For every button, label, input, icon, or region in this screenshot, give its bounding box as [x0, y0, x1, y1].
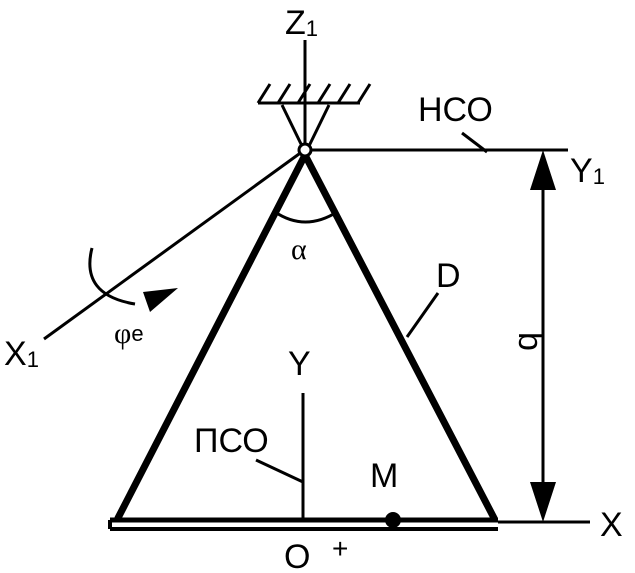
phi-rotation-arrow: [88, 247, 178, 312]
phi-label: φe: [114, 317, 144, 350]
x1-label: X1: [4, 335, 39, 373]
d-leader: [405, 292, 440, 338]
nso-leader: [461, 131, 488, 154]
pivot-joint: [297, 142, 313, 158]
point-m-dot: [385, 512, 401, 528]
plus-sign: +: [332, 533, 348, 564]
nso-label: НСО: [418, 91, 493, 129]
alpha-label: α: [291, 233, 307, 266]
x1-axis-line: [43, 152, 300, 341]
triangle-body: [114, 151, 498, 522]
alpha-arc: [274, 210, 338, 224]
y-label: Y: [288, 345, 311, 383]
pso-leader: [255, 458, 304, 484]
b-label: b: [511, 332, 549, 351]
b-dimension: [530, 150, 556, 522]
m-label: M: [370, 457, 398, 495]
x-label: X: [600, 506, 623, 544]
z1-label: Z1: [285, 4, 318, 42]
pso-label: ПСО: [194, 422, 269, 460]
d-label: D: [436, 257, 461, 295]
fixed-support: [256, 83, 372, 147]
origin-label: O: [284, 538, 310, 573]
y1-label: Y1: [570, 152, 605, 190]
